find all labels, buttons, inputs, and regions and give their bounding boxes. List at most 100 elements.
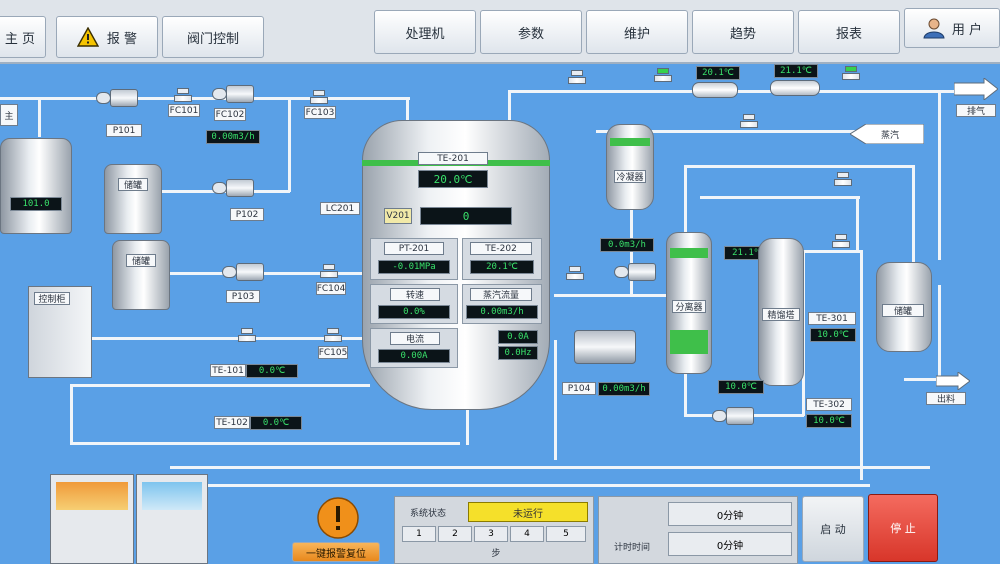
right-tank-label: 储罐 (882, 304, 924, 317)
pipe (856, 196, 859, 252)
separator-band-2 (670, 330, 708, 354)
stop-button[interactable]: 停 止 (868, 494, 938, 562)
start-button[interactable]: 启 动 (802, 496, 864, 562)
valve-control-label: 阀门控制 (186, 31, 239, 47)
tank2-label: 储罐 (118, 178, 148, 191)
step-cell-5[interactable]: 5 (546, 526, 586, 542)
speed-tag: 转速 (390, 288, 440, 301)
valve-control-button[interactable]: 阀门控制 (162, 16, 264, 58)
start-button-label: 启 动 (820, 523, 846, 536)
condenser-tank[interactable] (606, 124, 654, 210)
heat-exchanger-2[interactable] (770, 80, 820, 96)
flow-b-tag: TE-102 (214, 416, 250, 429)
valve-fc105-label: FC105 (318, 346, 348, 359)
valve-top-2[interactable] (654, 68, 672, 82)
nav-button-1[interactable]: 参数 (480, 10, 582, 54)
nav-label-0: 处理机 (405, 26, 445, 42)
valve-fc105b[interactable] (324, 328, 342, 342)
nav-button-4[interactable]: 报表 (798, 10, 900, 54)
alarm-reset-label: 一键报警复位 (306, 548, 366, 560)
valve-mid-1[interactable] (566, 266, 584, 280)
pipe (170, 466, 930, 469)
reactor-temp-tag: TE-201 (418, 152, 488, 165)
reactor-level-readout: 0 (420, 207, 512, 225)
step-cell-3[interactable]: 3 (474, 526, 508, 542)
alarm-reset-button[interactable]: 一键报警复位 (292, 542, 380, 562)
pipe (938, 90, 941, 260)
condenser-level-band (610, 138, 650, 146)
cabinet-label: 控制柜 (34, 292, 70, 305)
valve-fc105a[interactable] (238, 328, 256, 342)
alarm-button[interactable]: 报 警 (56, 16, 158, 58)
alarm-bell-icon[interactable] (316, 496, 360, 540)
temp2-readout: 20.1℃ (470, 260, 534, 274)
timer-value-1-text: 0分钟 (716, 510, 744, 522)
pump-p101[interactable] (96, 88, 138, 108)
outlet-arrow-icon (936, 372, 970, 390)
stop-button-label: 停 止 (890, 522, 916, 535)
top-left-tag: LC201 (320, 202, 360, 215)
step-cell-4-text: 4 (524, 529, 530, 539)
motor-freq-readout: 0.0Hz (498, 346, 538, 360)
step-cell-4[interactable]: 4 (510, 526, 544, 542)
pipe (700, 196, 860, 199)
pressure-tag: PT-201 (384, 242, 444, 255)
valve-top-1[interactable] (568, 70, 586, 84)
pipe (0, 97, 410, 100)
left-side-tab-label: 主 (4, 111, 14, 122)
valve-fc103[interactable] (310, 90, 328, 104)
step-cell-2[interactable]: 2 (438, 526, 472, 542)
valve-fc101[interactable] (174, 88, 192, 102)
pipe (912, 165, 915, 265)
reactor-small-tag: V201 (384, 208, 412, 224)
agitator-motor[interactable] (574, 330, 636, 364)
nav-label-3: 趋势 (729, 26, 756, 42)
valve-steam[interactable] (740, 114, 758, 128)
pipe (630, 172, 633, 297)
user-icon (923, 18, 945, 39)
flow2-tag: 蒸汽流量 (470, 288, 532, 301)
flow2-readout: 0.00m3/h (466, 305, 538, 319)
pipe (70, 384, 73, 444)
pipe (90, 337, 370, 340)
storage-tank-2[interactable] (104, 164, 162, 234)
valve-fc104[interactable] (320, 264, 338, 278)
pump-p103[interactable] (222, 262, 264, 282)
valve-right-1[interactable] (834, 172, 852, 186)
condenser-label: 冷凝器 (614, 170, 646, 183)
flow-a-tag: TE-101 (210, 364, 246, 377)
mode-label: 系统状态 (409, 509, 446, 519)
pump-bottom-right[interactable] (712, 406, 754, 426)
pipe (70, 442, 460, 445)
valve-right-2[interactable] (832, 234, 850, 248)
valve-fc101-label: FC101 (168, 104, 200, 117)
temp2-tag: TE-202 (470, 242, 532, 255)
valve-top-3[interactable] (842, 66, 860, 80)
pipe (288, 100, 291, 192)
pump-p101-label: P101 (106, 124, 142, 137)
steam-label: 蒸汽 (880, 131, 899, 141)
step-cell-3-text: 3 (488, 529, 494, 539)
nav-button-3[interactable]: 趋势 (692, 10, 794, 54)
nav-button-0[interactable]: 处理机 (374, 10, 476, 54)
top-temp-1-readout: 20.1℃ (696, 66, 740, 80)
timer-tag: 计时时间 (613, 543, 650, 553)
home-button[interactable]: 主 页 (0, 16, 46, 58)
pipe (38, 97, 41, 137)
warning-icon (76, 27, 99, 47)
flowmeter-mid[interactable] (614, 262, 656, 282)
flow-top-readout: 0.00m3/h (206, 130, 260, 144)
pipe (170, 484, 870, 487)
current-tag: 电流 (390, 332, 440, 345)
timer-value-2-text: 0分钟 (716, 540, 744, 552)
heat-exchanger-1[interactable] (692, 82, 738, 98)
step-cell-1[interactable]: 1 (402, 526, 436, 542)
pump-p102[interactable] (212, 178, 254, 198)
storage-tank-3[interactable] (112, 240, 170, 310)
left-side-tab[interactable]: 主 (0, 104, 18, 126)
flowmeter-top[interactable] (212, 84, 254, 104)
user-button[interactable]: 用 户 (904, 8, 1000, 48)
storage-tank-1[interactable] (0, 138, 72, 234)
nav-button-2[interactable]: 维护 (586, 10, 688, 54)
motor-tag: P104 (562, 382, 596, 395)
